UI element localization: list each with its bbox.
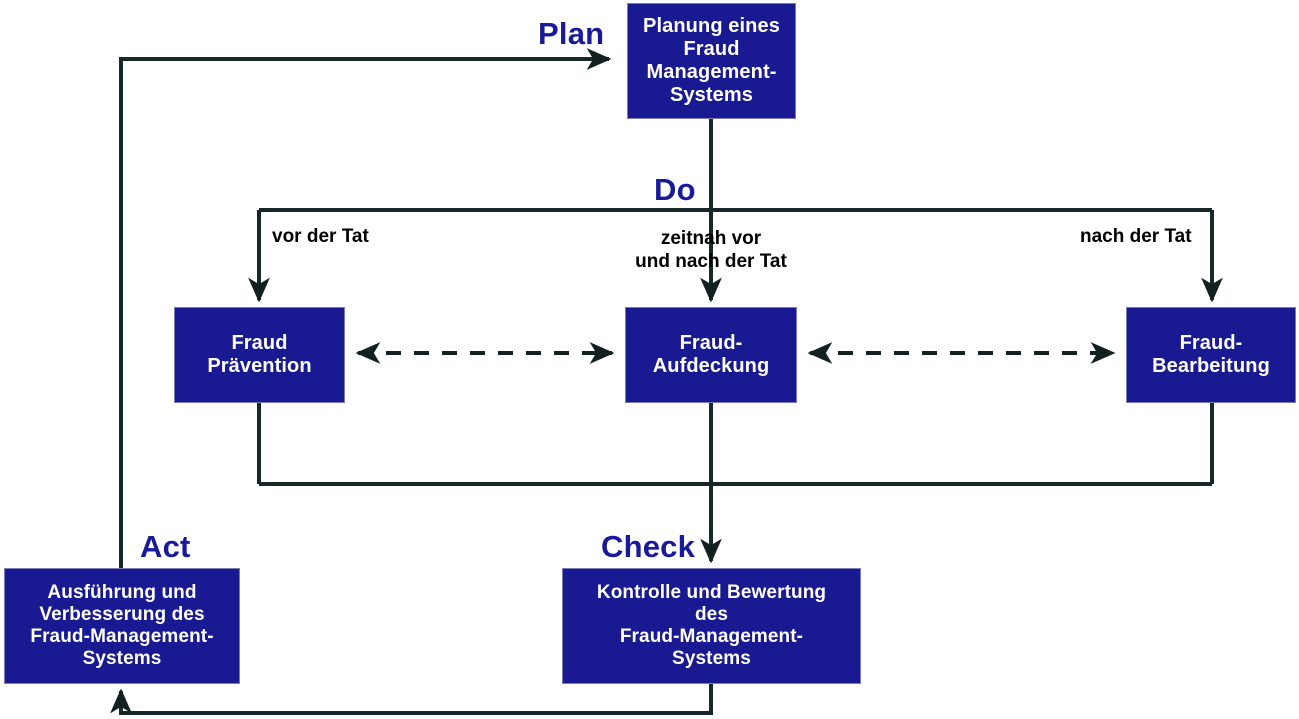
node-planung-fraud-management-systems[interactable]: Planung eines Fraud Management- Systems [627,3,796,119]
node-fraud-aufdeckung[interactable]: Fraud- Aufdeckung [625,307,797,403]
node-kontrolle-und-bewertung[interactable]: Kontrolle und Bewertung des Fraud-Manage… [562,568,861,684]
node-ausfuehrung-und-verbesserung[interactable]: Ausführung und Verbesserung des Fraud-Ma… [4,568,240,684]
phase-label-act: Act [140,529,191,564]
phase-label-check: Check [601,529,696,564]
edge-label-vor-der-tat: vor der Tat [272,226,369,247]
node-fraud-praevention[interactable]: Fraud Prävention [174,307,345,403]
phase-label-do: Do [654,172,696,207]
node-fraud-bearbeitung[interactable]: Fraud- Bearbeitung [1126,307,1296,403]
edge-label-nach-der-tat: nach der Tat [1080,226,1192,247]
edge-check-to-act [110,684,713,715]
edge-label-zeitnah-vor-und-nach-der-tat: zeitnah vor und nach der Tat [635,228,787,272]
phase-label-plan: Plan [538,16,605,51]
